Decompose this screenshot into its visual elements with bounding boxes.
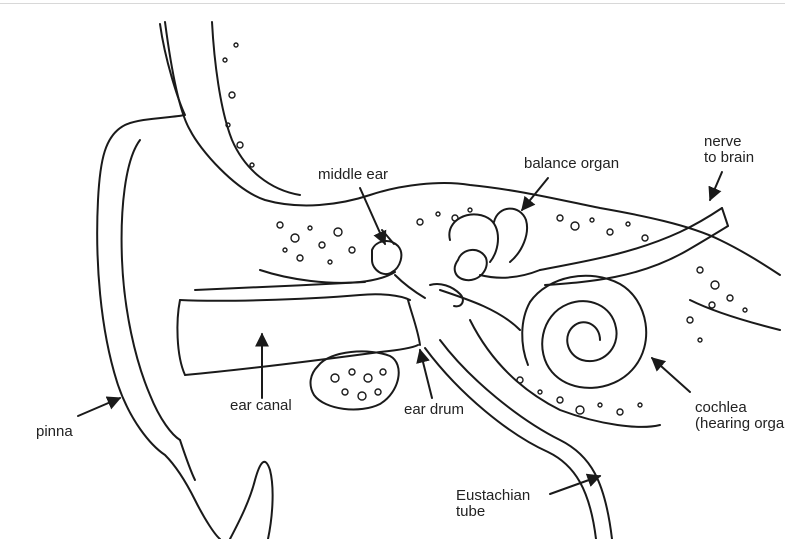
pinna-outline [97,24,272,539]
eustachian-label-line2: tube [456,504,530,520]
nerve-label-line2: to brain [704,150,754,166]
ear-drum-label: ear drum [404,402,464,418]
nerve-label: nerve to brain [704,134,754,166]
eustachian-label-line1: Eustachian [456,488,530,504]
bone-texture [223,43,747,415]
cochlea-label-line1: cochlea [695,400,785,416]
nerve-label-line1: nerve [704,134,754,150]
ear-canal-tube [177,282,418,375]
eustachian-tube-label: Eustachian tube [456,488,530,520]
skull-bone [165,22,780,427]
pinna-label: pinna [36,424,73,440]
cochlea-spiral [522,276,646,388]
cochlea-label: cochlea (hearing organ [695,400,785,432]
cochlea-label-line2: (hearing organ [695,416,785,432]
pointer-arrows [78,172,722,494]
middle-ear-bones [372,230,463,345]
middle-ear-label: middle ear [318,167,388,183]
balance-organ-shape [449,209,540,281]
balance-organ-label: balance organ [524,156,619,172]
ear-canal-label: ear canal [230,398,292,414]
